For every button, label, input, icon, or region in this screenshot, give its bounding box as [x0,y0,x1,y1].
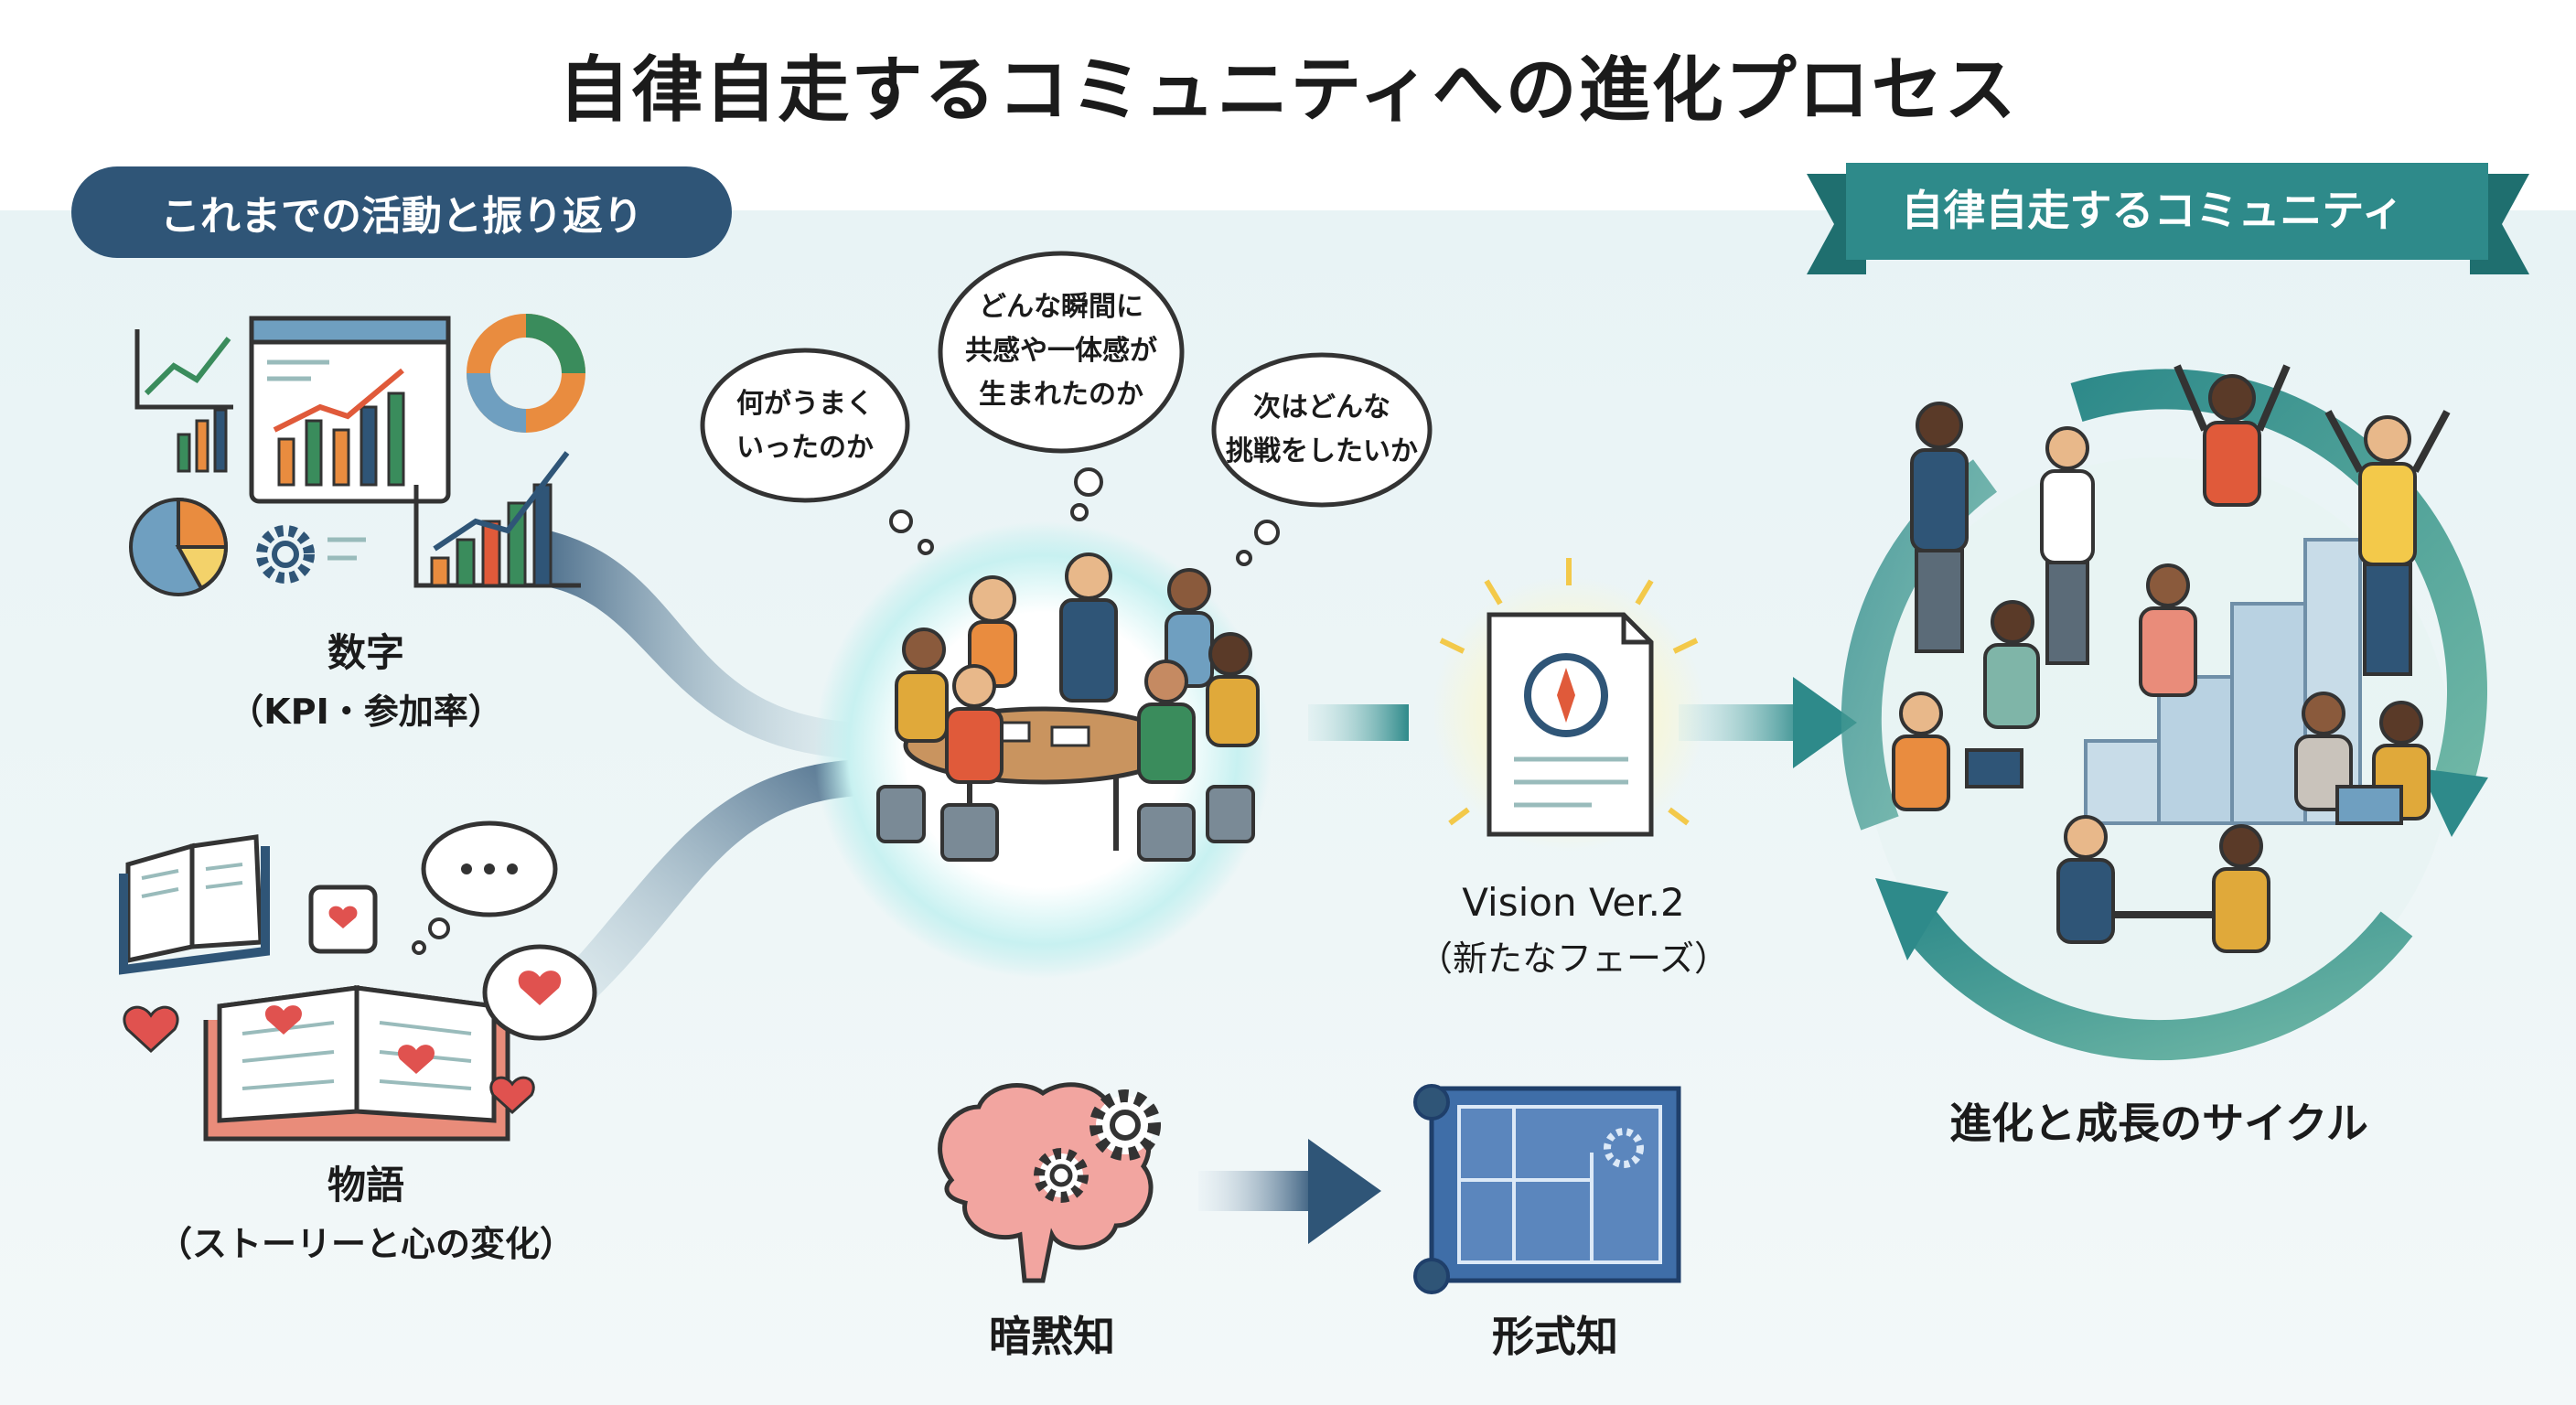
bubble-left-line2: いったのか [736,432,874,464]
brain-gears-icon [938,1082,1161,1283]
bubble-center-line2: 共感や一体感が [965,335,1157,367]
vision-label: Vision Ver.2 （新たなフェーズ） [1390,880,1756,981]
bubble-center-line1: どんな瞬間に [979,291,1143,323]
thought-bubbles [700,251,1433,566]
bubble-right-line2: 挑戦をしたいか [1226,435,1418,467]
page-title: 自律自走するコミュニティへの進化プロセス [558,49,2018,132]
stories-title: 物語 [327,1163,404,1207]
bubble-right-line1: 次はどんな [1253,391,1390,424]
arrow-to-community [1679,677,1857,768]
bubble-left: 何がうまく いったのか [723,382,887,470]
flow-stories [540,759,860,1024]
numbers-label: 数字 （KPI・参加率） [146,622,585,734]
section-pill-past: これまでの活動と振り返り [71,166,732,258]
community-people-illustration [1892,364,2451,953]
arrow-to-vision [1308,704,1409,741]
team-meeting-illustration [876,552,1260,862]
arrow-tacit-to-explicit [1198,1139,1381,1244]
vision-subtitle: （新たなフェーズ） [1417,938,1730,979]
blueprint-icon [1413,1084,1681,1294]
bubble-center-line3: 生まれたのか [979,379,1143,411]
explicit-label: 形式知 [1492,1312,1618,1361]
vision-title: Vision Ver.2 [1462,880,1685,925]
numbers-title: 数字 [327,630,404,675]
stories-subtitle: （ストーリーと心の変化） [156,1224,574,1264]
stories-label: 物語 （ストーリーと心の変化） [110,1154,622,1266]
tacit-label: 暗黙知 [989,1312,1115,1361]
stories-books-icon [119,820,597,1142]
flow-numbers [540,531,860,759]
bubble-right: 次はどんな 挑戦をしたいか [1226,386,1418,474]
bubble-left-line1: 何がうまく [736,388,874,420]
numbers-charts-icon [129,314,585,596]
cycle-label: 進化と成長のサイクル [1949,1099,2368,1148]
ribbon-label: 自律自走するコミュニティ [1901,186,2404,235]
ribbon-banner [1807,163,2529,274]
bubble-center: どんな瞬間に 共感や一体感が 生まれたのか [951,285,1171,417]
numbers-subtitle: （KPI・参加率） [229,692,503,732]
vision-document-icon [1439,558,1699,837]
